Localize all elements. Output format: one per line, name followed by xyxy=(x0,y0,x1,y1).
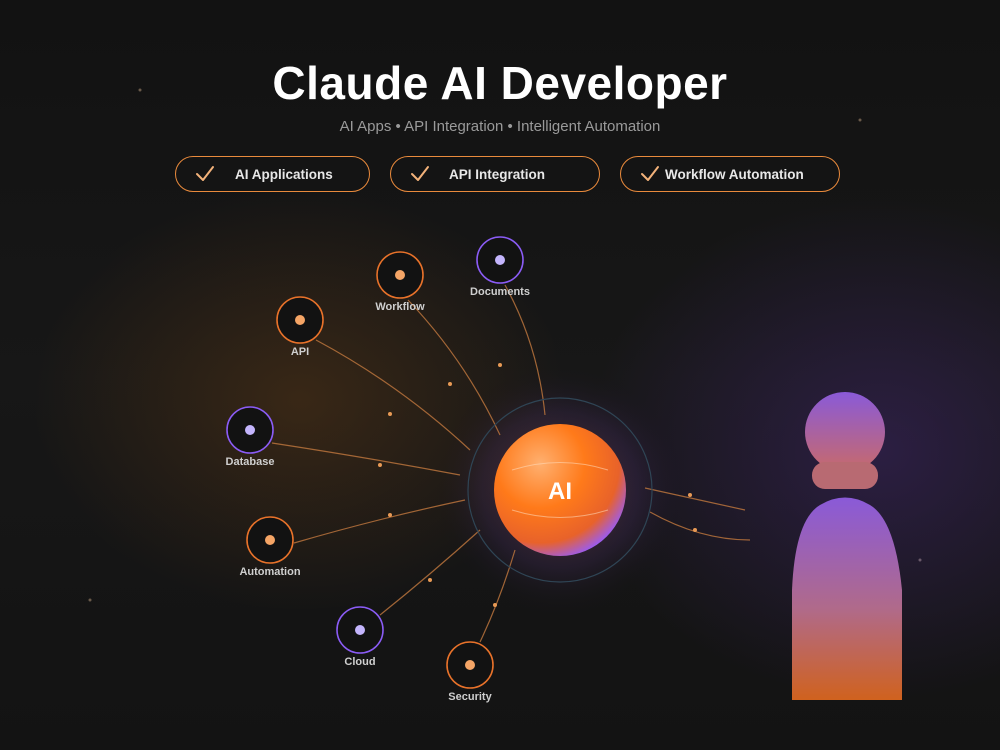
check-icon xyxy=(641,166,659,181)
node-documents[interactable]: Documents xyxy=(470,236,530,298)
connector-database xyxy=(271,442,461,476)
particle xyxy=(693,528,697,532)
hub-ring xyxy=(467,397,653,583)
node-dot xyxy=(295,315,305,325)
feature-pill-api-integration: API Integration xyxy=(390,156,600,192)
node-workflow[interactable]: Workflow xyxy=(375,251,425,313)
node-automation[interactable]: Automation xyxy=(239,516,301,578)
feature-pill-workflow-automation: Workflow Automation xyxy=(620,156,840,192)
particle xyxy=(428,578,432,582)
dust-dot xyxy=(918,558,922,562)
node-cloud[interactable]: Cloud xyxy=(336,606,384,668)
particle xyxy=(493,603,497,607)
node-security[interactable]: Security xyxy=(446,641,494,703)
node-dot xyxy=(245,425,255,435)
hub-band xyxy=(511,462,609,471)
connector-api xyxy=(315,339,471,451)
particle xyxy=(378,463,382,467)
node-database[interactable]: Database xyxy=(226,406,275,468)
dust-dot xyxy=(858,118,862,122)
particle xyxy=(688,493,692,497)
connector-person-2 xyxy=(649,511,751,541)
node-label: Cloud xyxy=(344,656,375,668)
page-subtitle: AI Apps • API Integration • Intelligent … xyxy=(339,118,661,135)
hub-label: AI xyxy=(548,478,572,505)
connector-security xyxy=(479,549,516,643)
connector-workflow xyxy=(407,299,501,436)
node-label: Database xyxy=(226,456,275,468)
feature-pill-ai-applications: AI Applications xyxy=(175,156,370,192)
particle xyxy=(388,412,392,416)
check-icon xyxy=(196,166,214,181)
particle xyxy=(498,363,502,367)
dust-dot xyxy=(138,88,142,92)
connector-automation xyxy=(293,499,466,544)
person-figure xyxy=(792,392,902,700)
node-label: Security xyxy=(448,691,492,703)
connector-person-1 xyxy=(644,487,746,511)
node-dot xyxy=(465,660,475,670)
hub-sphere xyxy=(494,424,626,556)
node-label: Automation xyxy=(239,566,300,578)
page-title: Claude AI Developer xyxy=(272,57,728,109)
person-neck xyxy=(812,462,878,489)
particle xyxy=(388,513,392,517)
node-label: Workflow xyxy=(375,301,425,313)
hub-band xyxy=(511,509,609,518)
node-label: Documents xyxy=(470,286,530,298)
person-head xyxy=(805,392,885,472)
particle xyxy=(448,382,452,386)
connector-cloud xyxy=(379,529,481,616)
check-icon xyxy=(411,166,429,181)
node-dot xyxy=(395,270,405,280)
particles xyxy=(378,363,697,607)
node-dot xyxy=(265,535,275,545)
ai-hub: AI xyxy=(494,424,626,556)
node-label: API xyxy=(291,346,309,358)
pill-label: AI Applications xyxy=(235,166,333,182)
dust-dot xyxy=(88,598,92,602)
node-dot xyxy=(495,255,505,265)
pill-label: Workflow Automation xyxy=(665,166,804,182)
node-api[interactable]: API xyxy=(276,296,324,358)
pill-label: API Integration xyxy=(449,166,546,182)
node-dot xyxy=(355,625,365,635)
person-body xyxy=(792,497,902,700)
